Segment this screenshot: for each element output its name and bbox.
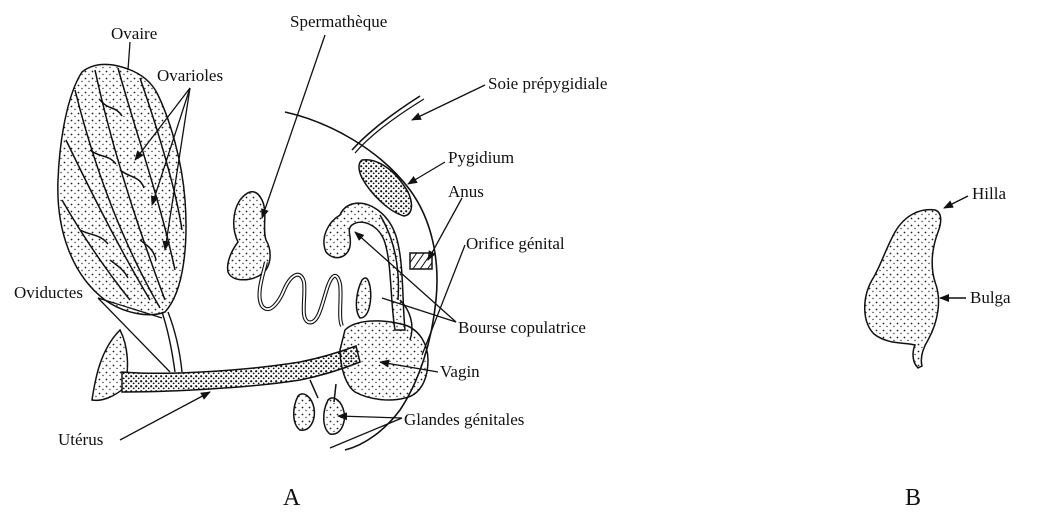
label-bulga: Bulga: [970, 288, 1011, 308]
label-vagin: Vagin: [440, 362, 480, 382]
label-hilla: Hilla: [972, 184, 1006, 204]
label-orifice-genital: Orifice génital: [466, 234, 565, 254]
label-anus: Anus: [448, 182, 484, 202]
label-uterus: Utérus: [58, 430, 103, 450]
label-bourse-copulatrice: Bourse copulatrice: [458, 318, 586, 338]
label-glandes-genitales: Glandes génitales: [404, 410, 524, 430]
ovary-shape: [58, 64, 186, 314]
label-ovaire: Ovaire: [111, 24, 157, 44]
label-ovarioles: Ovarioles: [157, 66, 223, 86]
diagram-b: [865, 196, 968, 368]
label-pygidium: Pygidium: [448, 148, 514, 168]
label-soie-prepygidiale: Soie prépygidiale: [488, 74, 607, 94]
label-oviductes: Oviductes: [14, 283, 83, 303]
diagram-a: [58, 64, 437, 450]
label-spermatheque: Spermathèque: [290, 12, 387, 32]
panel-letter-a: A: [283, 484, 300, 512]
panel-letter-b: B: [905, 484, 921, 512]
